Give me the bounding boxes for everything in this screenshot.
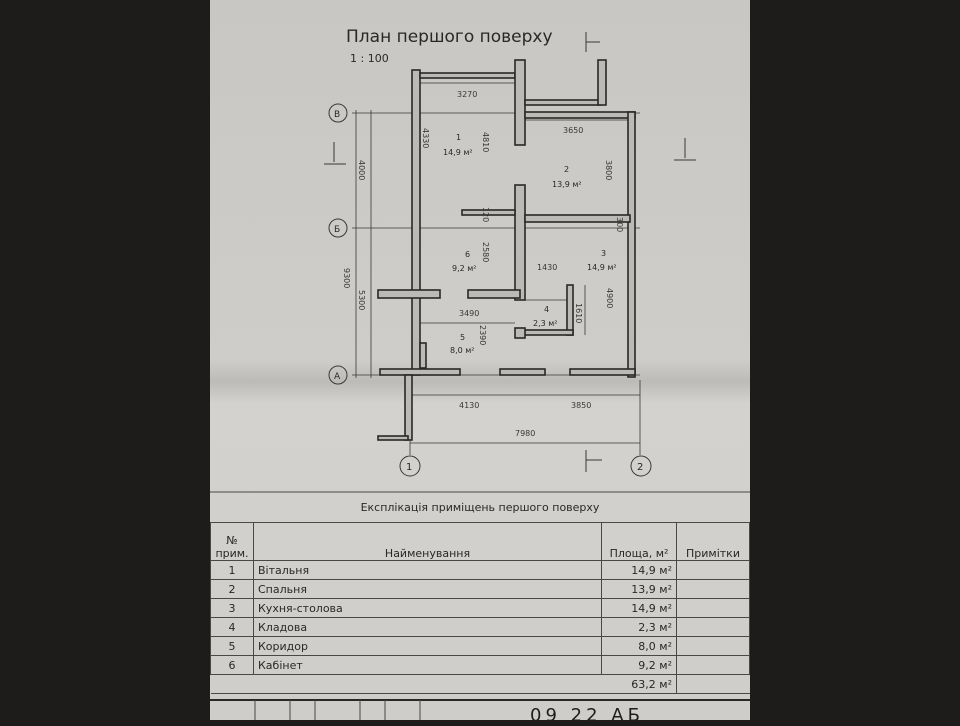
dim-5300: 5300 (357, 290, 366, 310)
dim-4900: 4900 (605, 288, 614, 308)
room-labels: 1 14,9 м² 2 13,9 м² 3 14,9 м² 4 2,3 м² 5… (443, 133, 617, 355)
row-name: Спальня (253, 579, 602, 599)
header-area: Площа, м² (601, 522, 677, 561)
dimension-values: 3270 3650 4330 4810 3800 4000 9300 5300 … (342, 90, 624, 438)
row-area: 13,9 м² (601, 579, 677, 599)
dim-2390: 2390 (478, 325, 487, 345)
room-4-area: 2,3 м² (533, 319, 558, 328)
plan-title: План першого поверху (346, 27, 553, 47)
room-6-number: 6 (465, 250, 470, 259)
row-num: 5 (210, 636, 254, 656)
dim-3850: 3850 (571, 401, 591, 410)
row-name: Коридор (253, 636, 602, 656)
row-area: 14,9 м² (601, 560, 677, 580)
dim-3490: 3490 (459, 309, 479, 318)
room-5-number: 5 (460, 333, 465, 342)
header-name: Найменування (253, 522, 602, 561)
row-notes (676, 579, 750, 599)
row-num: 1 (210, 560, 254, 580)
row-area: 8,0 м² (601, 636, 677, 656)
row-area: 14,9 м² (601, 598, 677, 618)
dim-4130: 4130 (459, 401, 479, 410)
drawing-code: 09 22 АБ (530, 705, 644, 726)
row-notes (676, 655, 750, 675)
dim-1430: 1430 (537, 263, 557, 272)
title-block-cells (254, 700, 421, 720)
dim-7980: 7980 (515, 429, 535, 438)
total-row: 63,2 м² (210, 674, 750, 694)
dim-4330: 4330 (421, 128, 430, 148)
room-3-area: 14,9 м² (587, 263, 617, 272)
row-num: 4 (210, 617, 254, 637)
room-1-area: 14,9 м² (443, 148, 473, 157)
room-1-number: 1 (456, 133, 461, 142)
dim-3800: 3800 (604, 160, 613, 180)
row-notes (676, 598, 750, 618)
row-name: Кухня-столова (253, 598, 602, 618)
row-area: 2,3 м² (601, 617, 677, 637)
section-marks (324, 32, 696, 472)
room-5-area: 8,0 м² (450, 346, 475, 355)
explication-title: Експлікація приміщень першого поверху (360, 501, 600, 514)
header-num: № прим. (210, 522, 254, 561)
dim-3650: 3650 (563, 126, 583, 135)
explication-table: № прим. Найменування Площа, м² Примітки … (210, 522, 750, 694)
row-name: Кладова (253, 617, 602, 637)
dim-3270: 3270 (457, 90, 477, 99)
room-2-number: 2 (564, 165, 569, 174)
row-num: 6 (210, 655, 254, 675)
row-num: 3 (210, 598, 254, 618)
dim-9300: 9300 (342, 268, 351, 288)
room-2-area: 13,9 м² (552, 180, 582, 189)
room-4-number: 4 (544, 305, 549, 314)
plan-scale: 1 : 100 (350, 52, 389, 65)
room-3-number: 3 (601, 249, 606, 258)
dim-4810: 4810 (481, 132, 490, 152)
row-area: 9,2 м² (601, 655, 677, 675)
dim-4000: 4000 (357, 160, 366, 180)
axis-markers: В Б А 1 2 (328, 103, 652, 477)
walls (377, 59, 636, 441)
dim-120: 120 (481, 207, 490, 222)
row-notes (676, 560, 750, 580)
row-notes (676, 617, 750, 637)
header-notes: Примітки (676, 522, 750, 561)
dim-1610: 1610 (574, 303, 583, 323)
row-num: 2 (210, 579, 254, 599)
axis-2: 2 (637, 462, 643, 473)
axis-a: А (334, 372, 341, 382)
row-name: Вітальня (253, 560, 602, 580)
dim-2580: 2580 (481, 242, 490, 262)
table-header: № прим. Найменування Площа, м² Примітки (210, 522, 750, 561)
dim-300: 300 (615, 217, 624, 232)
axis-1: 1 (406, 462, 412, 473)
total-notes (676, 674, 750, 694)
total-area: 63,2 м² (210, 674, 677, 694)
row-name: Кабінет (253, 655, 602, 675)
room-6-area: 9,2 м² (452, 264, 477, 273)
axis-b: Б (334, 225, 340, 235)
axis-v: В (334, 110, 340, 120)
row-notes (676, 636, 750, 656)
